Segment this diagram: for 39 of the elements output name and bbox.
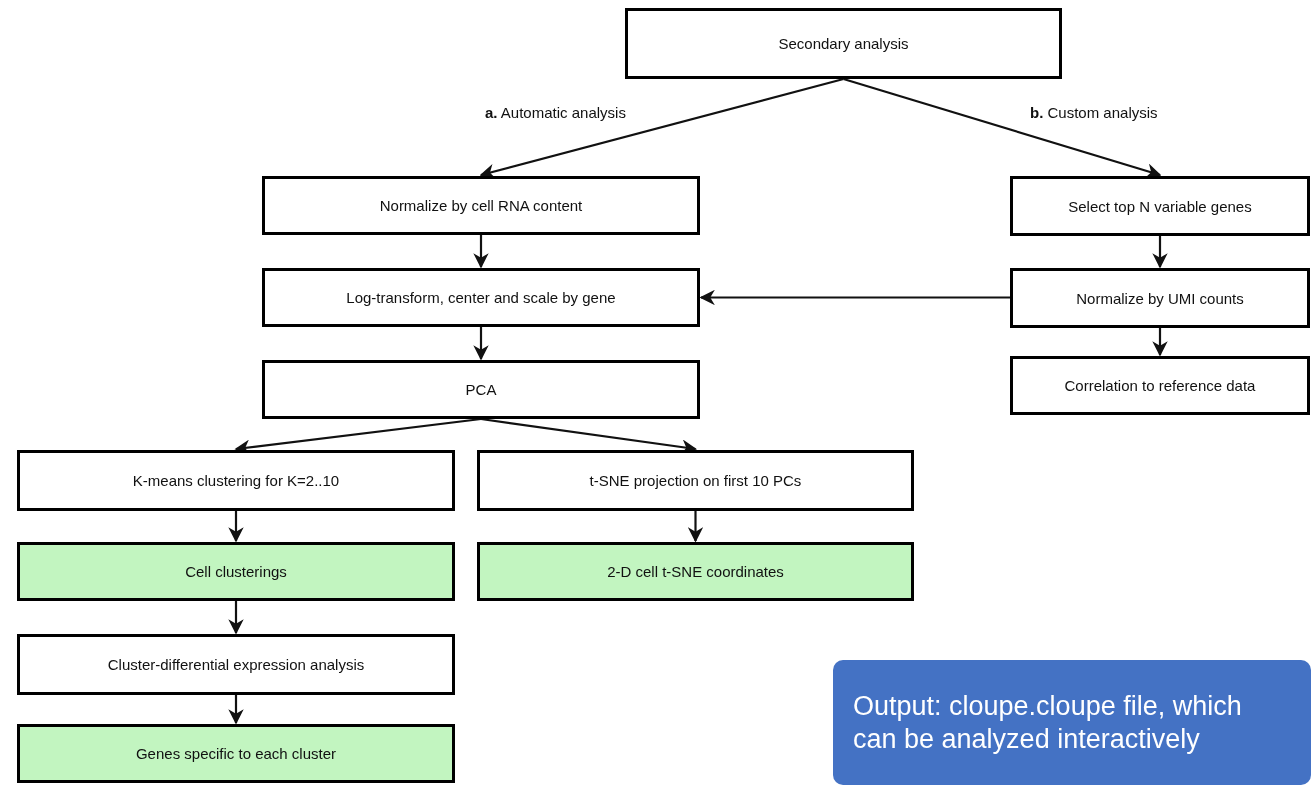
edge-label: a. Automatic analysis <box>483 104 628 121</box>
process-box <box>1010 356 1310 415</box>
output-box <box>477 542 914 601</box>
box-label: t-SNE projection on first 10 PCs <box>589 472 802 489</box>
process-box <box>17 634 455 695</box>
box-label: Normalize by cell RNA content <box>379 197 583 214</box>
box-label: Cell clusterings <box>185 563 287 580</box>
arrow <box>473 327 489 361</box>
process-box <box>1010 176 1310 236</box>
edge-label: b. Custom analysis <box>1028 104 1160 121</box>
arrow <box>687 511 704 543</box>
process-box <box>17 450 455 511</box>
process-box <box>262 268 700 327</box>
box-label: Genes specific to each cluster <box>135 745 337 762</box>
arrow <box>699 289 1010 306</box>
arrow <box>1152 236 1168 269</box>
box-label: K-means clustering for K=2..10 <box>132 472 340 489</box>
process-box <box>625 8 1062 79</box>
arrow <box>228 601 244 635</box>
box-label: Normalize by UMI counts <box>1076 289 1244 307</box>
box-label: Log-transform, center and scale by gene <box>346 289 616 306</box>
process-box <box>262 176 700 235</box>
box-label: Select top N variable genes <box>1068 197 1252 215</box>
box-label: Correlation to reference data <box>1064 377 1256 394</box>
process-box <box>262 360 700 419</box>
arrow <box>228 695 244 725</box>
arrow <box>1152 328 1168 357</box>
process-box <box>1010 268 1310 328</box>
process-box <box>477 450 914 511</box>
box-label: PCA <box>465 381 497 398</box>
box-label: Cluster-differential expression analysis <box>107 656 365 673</box>
output-box <box>17 542 455 601</box>
box-label: 2-D cell t-SNE coordinates <box>607 563 784 580</box>
box-label: Secondary analysis <box>778 35 909 52</box>
output-box <box>17 724 455 783</box>
arrow <box>473 235 489 269</box>
note-text: Output: cloupe.cloupe file, which can be analyzed interactively <box>853 690 1243 755</box>
arrow <box>228 511 244 543</box>
note-box <box>833 660 1311 785</box>
